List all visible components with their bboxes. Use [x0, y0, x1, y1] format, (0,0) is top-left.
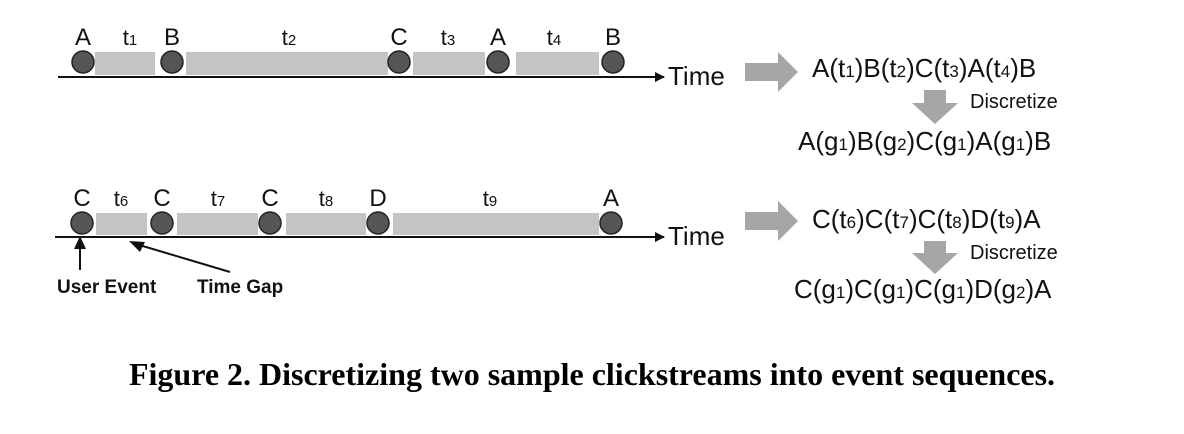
event-dot: [71, 50, 95, 74]
time-gap-label: Time Gap: [197, 277, 283, 298]
gap-label: t4: [547, 25, 561, 50]
down-arrow-icon: [912, 241, 958, 274]
gap-label: t6: [114, 186, 128, 211]
figure-caption: Figure 2. Discretizing two sample clicks…: [128, 356, 1056, 392]
event-dot: [258, 211, 282, 235]
event-dot: [366, 211, 390, 235]
clickstream-1: Time A B C A B t1 t2 t3 t4 A(t1)B(t2)C(t…: [58, 24, 1058, 156]
time-gap-bar: [177, 213, 258, 235]
event-dot: [160, 50, 184, 74]
event-dot: [599, 211, 623, 235]
event-label: C: [73, 185, 90, 212]
event-label: B: [605, 24, 621, 51]
time-gap-bar: [393, 213, 599, 235]
event-sequence: C(t6)C(t7)C(t8)D(t9)A: [812, 204, 1041, 234]
user-event-label: User Event: [57, 277, 157, 298]
time-gap-pointer: [135, 243, 231, 273]
time-gap-bar: [186, 52, 388, 75]
gap-label: t1: [123, 25, 137, 50]
up-arrow-icon: [74, 236, 86, 249]
time-gap-bar: [413, 52, 485, 75]
event-dot: [601, 50, 625, 74]
right-arrow-icon: [745, 201, 798, 241]
event-label: B: [164, 24, 180, 51]
discretize-label: Discretize: [970, 242, 1058, 264]
event-label: C: [390, 24, 407, 51]
gap-label: t3: [441, 25, 455, 50]
discretized-sequence: C(g1)C(g1)C(g1)D(g2)A: [794, 274, 1052, 304]
event-dot: [70, 211, 94, 235]
time-gap-bar: [516, 52, 599, 75]
time-gap-bar: [95, 52, 155, 75]
gap-label: t9: [483, 186, 497, 211]
event-label: A: [75, 24, 91, 51]
event-dot: [150, 211, 174, 235]
event-label: C: [261, 185, 278, 212]
event-label: C: [153, 185, 170, 212]
event-dot: [486, 50, 510, 74]
down-arrow-icon: [912, 90, 958, 124]
event-label: A: [490, 24, 506, 51]
event-dot: [387, 50, 411, 74]
time-gap-bar: [96, 213, 147, 235]
discretize-label: Discretize: [970, 91, 1058, 113]
time-gap-arrow-icon: [129, 241, 145, 252]
axis-label: Time: [668, 61, 725, 91]
discretized-sequence: A(g1)B(g2)C(g1)A(g1)B: [798, 126, 1051, 156]
clickstream-2: Time C C C D A t6 t7 t8 t9 C(t6)C(t7)C(t…: [55, 185, 1058, 304]
time-gap-bar: [286, 213, 366, 235]
gap-label: t7: [211, 186, 225, 211]
event-sequence: A(t1)B(t2)C(t3)A(t4)B: [812, 53, 1036, 83]
axis-label: Time: [668, 221, 725, 251]
event-label: A: [603, 185, 619, 212]
gap-label: t8: [319, 186, 333, 211]
event-label: D: [369, 185, 386, 212]
right-arrow-icon: [745, 52, 798, 92]
gap-label: t2: [282, 25, 296, 50]
